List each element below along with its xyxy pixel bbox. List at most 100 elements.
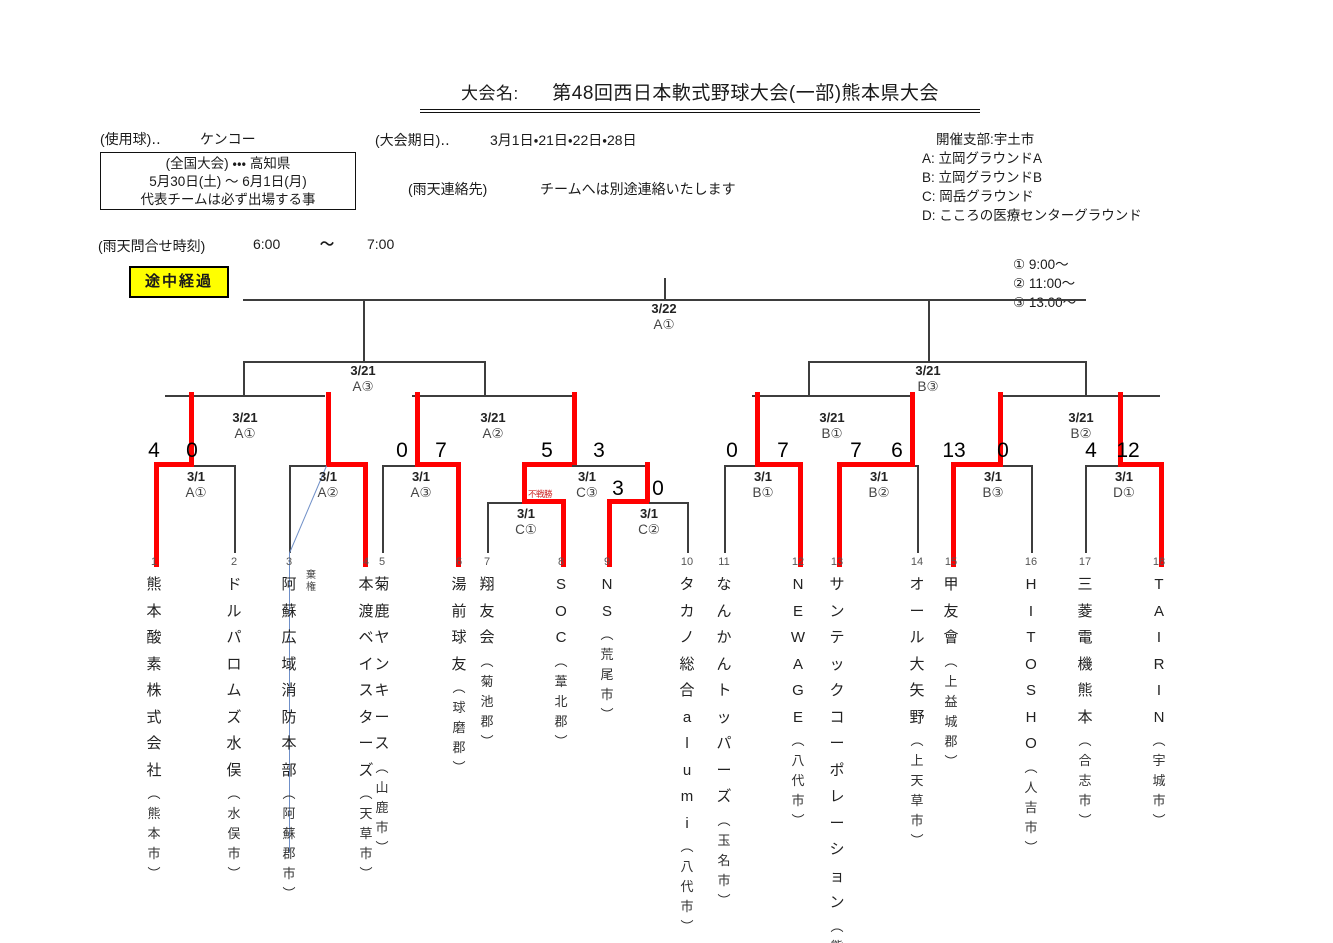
red-seed8-leg (561, 499, 566, 557)
team-city-char: 本 (147, 826, 161, 841)
team-name-char: 翔 (479, 576, 495, 593)
score-r1-9-left: 4 (1085, 439, 1097, 462)
qf-b1-connector (752, 395, 912, 397)
team-name-char: 機 (1077, 655, 1093, 673)
semi-right-branch-2 (1085, 361, 1087, 396)
rain-time-to: 7:00 (367, 236, 395, 252)
red-r1-3-bar (415, 462, 461, 467)
team-name-char: 式 (146, 708, 162, 726)
team-name-char: 電 (1077, 629, 1093, 646)
team-name-char: ロ (226, 655, 242, 673)
r1-8-right-leg (1031, 465, 1033, 553)
team-city-char: ︶ (1078, 813, 1092, 828)
team-city-char: 草 (910, 793, 924, 808)
team-name-char: ム (226, 682, 242, 699)
team-city-char: ︵ (375, 759, 389, 775)
seed-number-3: 3 (285, 556, 293, 568)
team-city-char: 熊 (824, 937, 850, 943)
r1-1-date: 3/1 (186, 469, 206, 484)
semi-left-date: 3/21 (350, 363, 376, 378)
team-city-char: 市 (147, 846, 161, 861)
team-city-char: ︶ (282, 886, 296, 901)
red-qf-a1-right (326, 392, 331, 465)
red-seed18-leg (1159, 462, 1164, 557)
r1-3-left-leg (382, 465, 384, 553)
team-name-char: 俣 (226, 761, 242, 779)
forfeit-label-seed3: 棄 権 (305, 570, 317, 594)
venue-a: A: 立岡グラウンドA (922, 151, 1043, 166)
seed-number-18: 18 (1152, 556, 1166, 568)
venue-c: C: 岡岳グラウンド (922, 189, 1034, 204)
team-city-char: ︵ (480, 653, 494, 669)
team-name-5: 菊鹿ヤンキース︵山鹿市︶ (369, 572, 395, 858)
rain-time-from: 6:00 (253, 236, 281, 252)
match-label-r1-5: 3/1 C② (599, 506, 699, 538)
team-name-char: l (685, 735, 689, 752)
match-label-final: 3/22 A① (614, 301, 714, 333)
team-name-char: ズ (716, 788, 732, 805)
team-city-char: 宇 (1152, 753, 1166, 768)
final-ground: A① (653, 317, 675, 332)
team-name-char: N (601, 576, 613, 593)
team-name-char: 渡 (358, 602, 374, 620)
team-name-char: A (1153, 602, 1164, 620)
seed-number-16: 16 (1024, 556, 1038, 568)
team-name-char: N (1153, 708, 1165, 726)
qf-b2-date: 3/21 (1068, 410, 1094, 425)
team-name-char: T (1154, 576, 1164, 593)
team-city-char: 城 (1152, 773, 1166, 788)
team-city-char: ︵ (147, 786, 161, 801)
score-r2-c3-left: 5 (541, 439, 553, 462)
national-tournament-box: (全国大会) ・・・ 高知県 5月30日(土) 〜 6月1日(月) 代表チームは… (100, 152, 356, 210)
rain-contact-label: (雨天連絡先) (408, 181, 488, 197)
r1-7-ground: B② (868, 485, 890, 500)
red-qf-a1-left (189, 392, 194, 465)
national-line-1: (全国大会) ・・・ 高知県 (165, 156, 291, 171)
semi-right-branch-1 (808, 361, 810, 396)
team-name-char: ズ (226, 708, 242, 726)
team-city-char: ︵ (830, 918, 844, 934)
period-value: 3月1日・21日・22日・28日 (490, 132, 637, 148)
team-name-char: ク (829, 682, 845, 699)
team-city-char: 玉 (717, 832, 731, 848)
r2-c3-ground: C③ (576, 485, 598, 500)
team-city-char: 八 (680, 859, 694, 874)
r1-6-date: 3/1 (753, 469, 773, 484)
match-label-r1-4: 3/1 C① (476, 506, 576, 538)
venue-list: 開催支部:宇土市 A: 立岡グラウンドA B: 立岡グラウンドB C: 岡岳グラ… (922, 130, 1142, 225)
team-name-4: 本渡ベイスターズ︵天草市︶ (353, 572, 379, 884)
match-label-r1-3: 3/1 A③ (371, 469, 471, 501)
team-name-char: 友 (451, 655, 467, 673)
team-name-char: ド (226, 576, 242, 593)
team-city-char: 益 (944, 693, 958, 709)
qf-b2-connector (1000, 395, 1160, 397)
team-name-char: ん (716, 655, 732, 673)
ball-value: ケンコー (200, 131, 256, 147)
team-city-char: ︶ (717, 892, 731, 908)
time-slot-list: ① 9:00〜 ② 11:00〜 ③ 13:00〜 (1013, 255, 1076, 312)
rain-time-label: (雨天問合せ時刻) (98, 238, 206, 254)
red-seed12-tick (798, 553, 803, 567)
team-city-char: 池 (480, 693, 494, 709)
r1-1-ground: A① (185, 485, 207, 500)
default-win-label: 不戦勝 (528, 489, 553, 499)
team-city-char: ︵ (680, 839, 694, 854)
team-city-15: ︵上益城郡︶ (938, 652, 964, 772)
team-name-7: 翔友会︵菊池郡︶ (474, 572, 500, 752)
team-name-char: 域 (281, 655, 297, 673)
team-name-char: G (792, 682, 804, 699)
team-name-char: 前 (451, 602, 467, 620)
team-name-char: 甲 (943, 576, 959, 593)
team-city-char: 市 (1078, 793, 1092, 808)
team-name-char: I (1028, 602, 1034, 620)
semi-right-ground: B③ (917, 379, 939, 394)
team-name-char: 会 (146, 735, 162, 752)
team-name-char: ッ (829, 655, 845, 673)
team-name-char: N (792, 576, 804, 593)
time-slot-2: ② 11:00〜 (1013, 276, 1076, 291)
team-name-6: 湯前球友︵球磨郡︶ (446, 572, 472, 778)
r1-5-date: 3/1 (639, 506, 659, 521)
team-name-char: 熊 (1077, 682, 1093, 699)
